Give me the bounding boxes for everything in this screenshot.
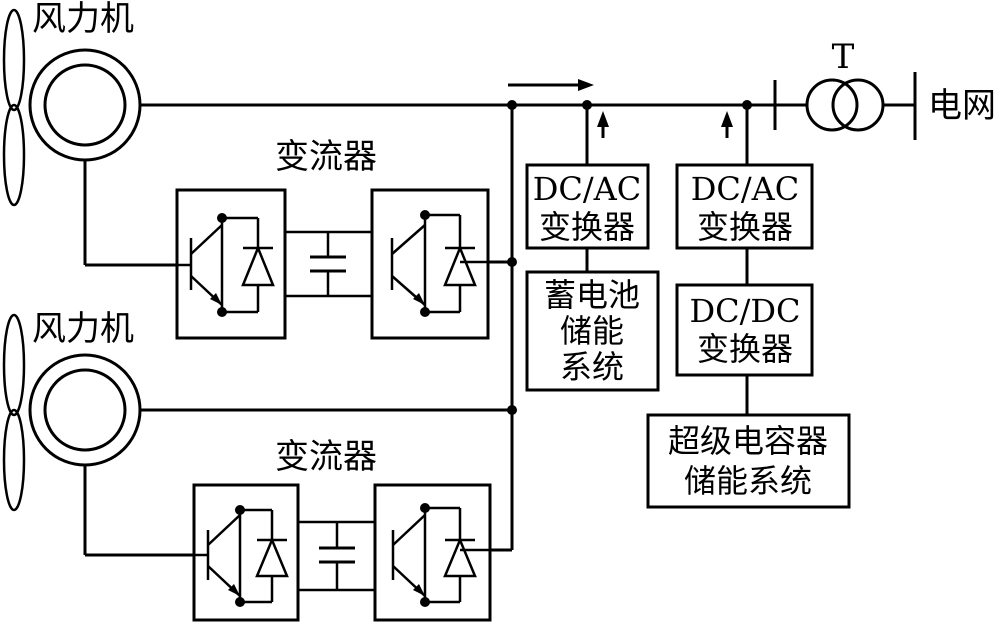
- generator-inner-circle: [43, 63, 127, 147]
- wind-turbine-top: 风力机: [2, 0, 142, 207]
- blade-upper: [2, 313, 26, 417]
- battery-up-arrow: [597, 111, 609, 138]
- igbt-module-left: [192, 483, 300, 622]
- supercap-dcdc-converter: DC/DC 变换器: [675, 283, 814, 377]
- turbine-label: 风力机: [32, 0, 134, 39]
- box-line-2: 变换器: [697, 208, 793, 246]
- box-line-1: DC/AC: [691, 170, 800, 208]
- battery-dcac-converter: DC/AC 变换器: [525, 163, 650, 250]
- supercap-storage-system: 超级电容器 储能系统: [646, 413, 851, 509]
- grid: 电网: [913, 72, 996, 140]
- supercap-up-arrow: [721, 111, 733, 138]
- converter-top: 变流器: [175, 137, 490, 340]
- flow-arrows: [508, 79, 733, 138]
- box-line-2: 变换器: [697, 330, 793, 368]
- box-line-2: 储能系统: [684, 462, 812, 500]
- box-line-3: 系统: [560, 348, 624, 386]
- transformer-winding-1: [805, 78, 859, 132]
- blade-upper: [2, 8, 26, 112]
- grid-label: 电网: [928, 86, 996, 126]
- junction-dots: [507, 100, 752, 415]
- blade-lower: [2, 408, 26, 512]
- wind-turbine-bottom: 风力机: [2, 309, 142, 512]
- box-line-1: 超级电容器: [668, 422, 828, 460]
- box-line-2: 变换器: [539, 208, 635, 246]
- igbt-module-right: [373, 483, 492, 622]
- converter-bottom: 变流器: [192, 437, 492, 622]
- transformer-label: T: [832, 37, 855, 77]
- blade-lower: [2, 103, 26, 207]
- box-line-1: DC/AC: [533, 170, 642, 208]
- dc-link-capacitor: [298, 520, 375, 592]
- igbt-module-right: [370, 188, 490, 340]
- power-flow-arrow: [508, 79, 594, 91]
- transformer: T: [773, 37, 915, 132]
- igbt-module-left: [175, 188, 287, 340]
- box-line-1: DC/DC: [689, 292, 800, 330]
- supercap-dcac-converter: DC/AC 变换器: [675, 163, 814, 250]
- converter-label: 变流器: [275, 137, 377, 177]
- converter-label: 变流器: [275, 437, 377, 477]
- battery-storage-system: 蓄电池 储能 系统: [525, 270, 660, 392]
- box-line-1: 蓄电池: [544, 276, 640, 314]
- turbine-label: 风力机: [32, 309, 134, 349]
- box-line-2: 储能: [560, 312, 624, 350]
- dc-link-capacitor: [285, 230, 372, 298]
- generator-inner-circle: [43, 368, 127, 452]
- wiring: [83, 103, 775, 557]
